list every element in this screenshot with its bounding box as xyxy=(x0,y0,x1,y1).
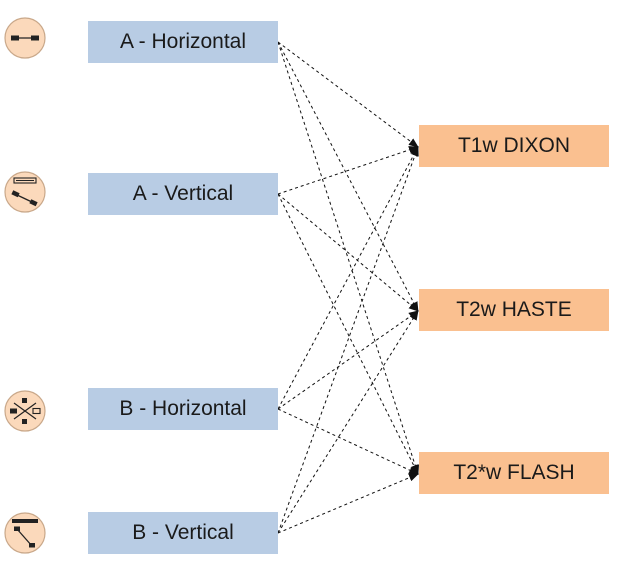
edge-a-vertical-to-t2w-haste xyxy=(277,193,419,312)
edge-b-horizontal-to-t2w-haste xyxy=(277,310,419,410)
node-b-vertical: B - Vertical xyxy=(88,512,278,554)
node-t1w-dixon: T1w DIXON xyxy=(419,125,609,167)
edge-b-vertical-to-t2sw-flash xyxy=(277,473,419,534)
node-b-horizontal: B - Horizontal xyxy=(88,388,278,430)
horizontal-pair-icon xyxy=(4,17,46,59)
edge-a-horizontal-to-t1w-dixon xyxy=(277,41,419,148)
node-a-vertical: A - Vertical xyxy=(88,173,278,215)
edge-b-vertical-to-t2w-haste xyxy=(277,310,419,534)
vertical-pair-icon xyxy=(4,171,46,213)
edge-b-horizontal-to-t1w-dixon xyxy=(277,146,419,410)
crossed-pair-icon xyxy=(4,390,46,432)
edge-a-vertical-to-t2sw-flash xyxy=(277,193,419,475)
edge-b-horizontal-to-t2sw-flash xyxy=(277,408,419,475)
node-t2w-haste: T2w HASTE xyxy=(419,289,609,331)
diagonal-pair-icon xyxy=(4,512,46,554)
node-t2sw-flash: T2*w FLASH xyxy=(419,452,609,494)
edge-a-horizontal-to-t2w-haste xyxy=(277,41,419,312)
node-a-horizontal: A - Horizontal xyxy=(88,21,278,63)
edge-a-horizontal-to-t2sw-flash xyxy=(277,41,420,475)
edge-b-vertical-to-t1w-dixon xyxy=(277,146,419,534)
edge-a-vertical-to-t1w-dixon xyxy=(277,146,419,195)
